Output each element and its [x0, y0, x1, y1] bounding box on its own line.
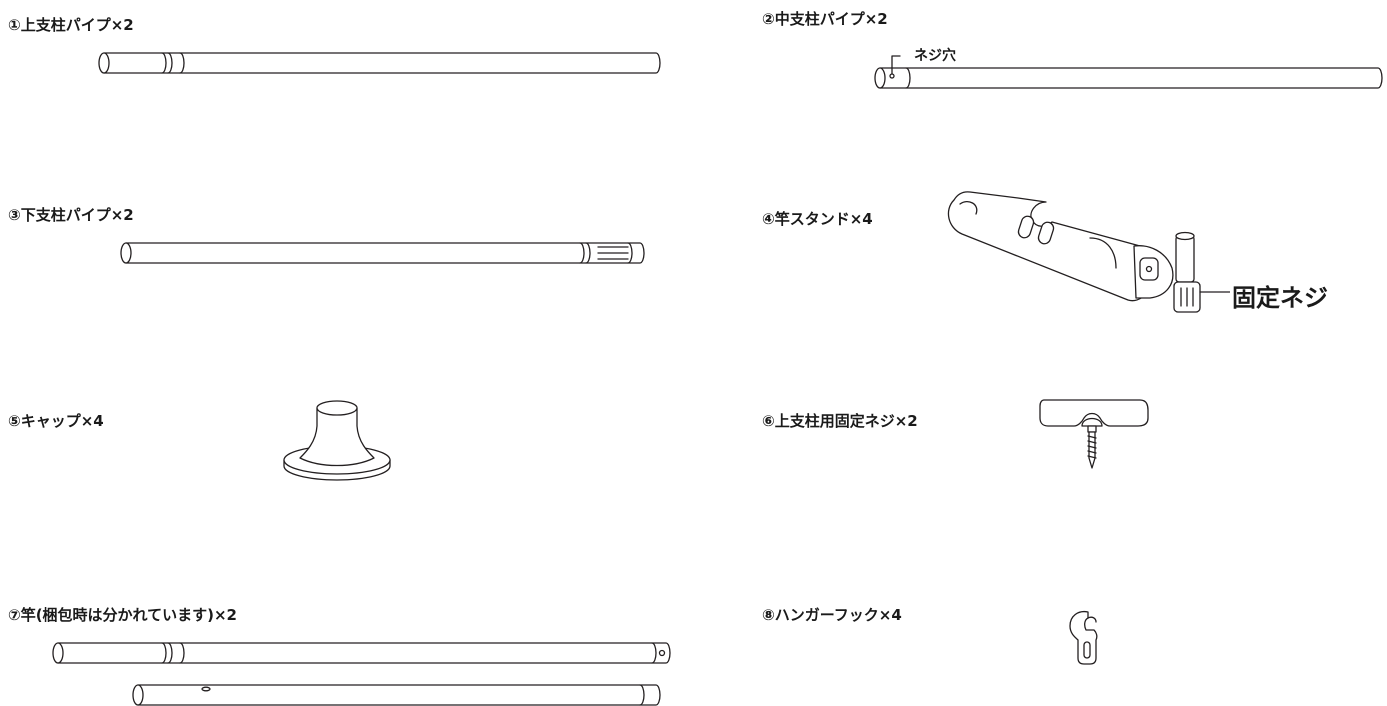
- hanger-hook-figure: [1069, 610, 1098, 665]
- upper-support-pipe-figure: [98, 52, 661, 74]
- part-4-label: ④竿スタンド×4: [762, 210, 873, 228]
- part-6-label: ⑥上支柱用固定ネジ×2: [762, 412, 918, 430]
- part-3-label: ③下支柱パイプ×2: [8, 206, 134, 224]
- part-5-label: ⑤キャップ×4: [8, 412, 104, 430]
- cap-figure: [283, 400, 391, 481]
- fixing-screw-callout: 固定ネジ: [1232, 284, 1328, 312]
- part-8-label: ⑧ハンガーフック×4: [762, 606, 902, 624]
- part-2-label: ②中支柱パイプ×2: [762, 10, 888, 28]
- thumb-screw-figure: [1039, 399, 1149, 469]
- lower-support-pipe-figure: [120, 242, 645, 264]
- part-7-label: ⑦竿(梱包時は分かれています)×2: [8, 606, 237, 624]
- middle-support-pipe-figure: [874, 55, 1383, 89]
- pole-stand-figure: [947, 191, 1230, 313]
- part-1-label: ①上支柱パイプ×2: [8, 16, 134, 34]
- rod-figure: [52, 642, 671, 706]
- screw-hole-callout: ネジ穴: [914, 48, 956, 64]
